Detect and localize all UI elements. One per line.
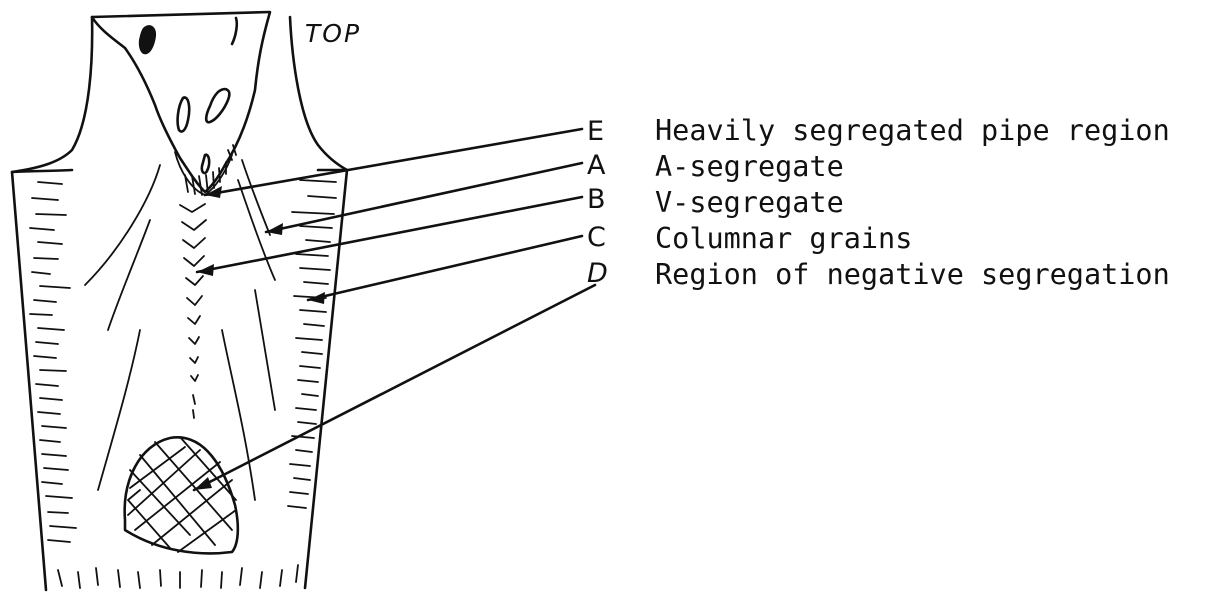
leader-line-b <box>195 195 584 274</box>
leader-line-c <box>306 234 584 302</box>
columnar-grains-bottom <box>57 564 299 589</box>
ingot-outline <box>10 15 349 592</box>
top-label: TOP <box>305 19 361 48</box>
columnar-grains-right <box>287 179 337 509</box>
leader-lines <box>192 127 597 492</box>
columnar-grains-left <box>29 181 77 543</box>
legend-desc-c: Columnar grains <box>655 222 912 255</box>
legend-desc-b: V-segregate <box>655 186 844 219</box>
legend-letters: E A B C D <box>587 116 608 289</box>
negative-segregation-cone <box>123 436 240 555</box>
legend-desc-d: Region of negative segregation <box>655 258 1170 291</box>
legend-letter-c: C <box>587 222 606 253</box>
legend-letter-e: E <box>587 116 604 147</box>
legend-desc-e: Heavily segregated pipe region <box>655 114 1170 147</box>
legend-letter-d: D <box>587 258 608 289</box>
legend-descriptions: Heavily segregated pipe region A-segrega… <box>655 114 1170 291</box>
legend-letter-a: A <box>587 150 606 181</box>
legend-desc-a: A-segregate <box>655 150 844 183</box>
flow-lines <box>84 159 276 501</box>
leader-line-a <box>264 161 584 234</box>
pipe-cavity <box>90 10 272 196</box>
leader-line-e <box>203 127 584 197</box>
legend-letter-b: B <box>587 184 606 215</box>
v-segregate-chevrons <box>179 203 207 419</box>
leader-line-d <box>192 283 597 492</box>
